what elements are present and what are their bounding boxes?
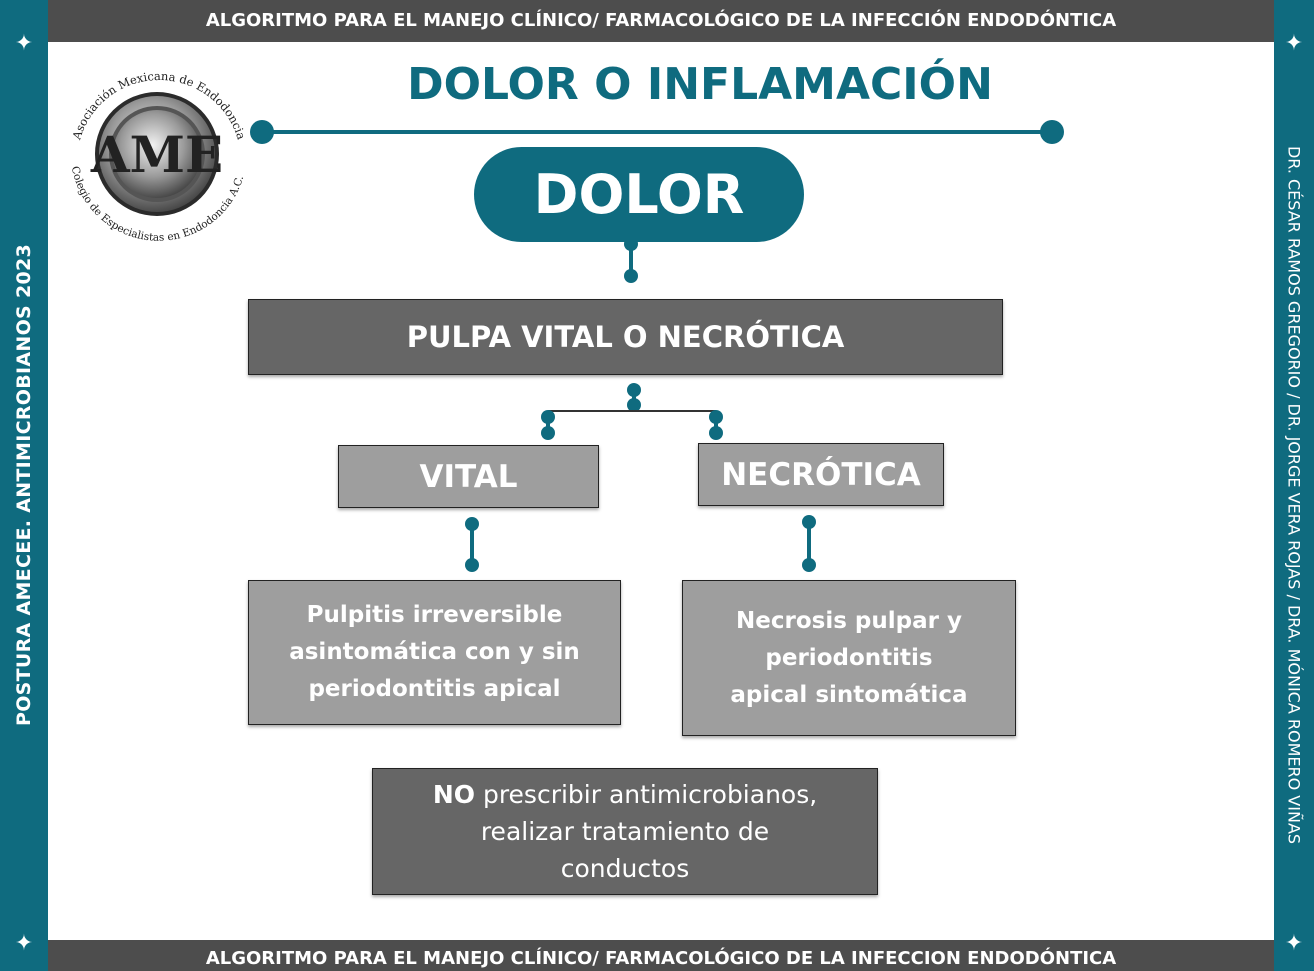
left-sidebar: ✦ POSTURA AMECEE. ANTIMICROBIANOS 2023 ✦	[0, 0, 48, 971]
logo-monogram: AME	[90, 125, 223, 184]
root-node-dolor: DOLOR	[474, 147, 804, 242]
recommendation-line-1-rest: prescribir antimicrobianos,	[475, 780, 818, 809]
decision-node: PULPA VITAL O NECRÓTICA	[248, 299, 1003, 375]
underline-left-dot	[250, 120, 274, 144]
star-icon: ✦	[14, 931, 34, 956]
page-title: DOLOR O INFLAMACIÓN	[407, 59, 993, 110]
recommendation-line-3: conductos	[560, 854, 690, 883]
star-icon: ✦	[1284, 931, 1304, 956]
branch-necrotica: NECRÓTICA	[698, 443, 944, 506]
star-icon: ✦	[1284, 31, 1304, 56]
diagnosis-necrotica: Necrosis pulpar y periodontitis apical s…	[682, 580, 1016, 736]
star-icon: ✦	[14, 31, 34, 56]
recommendation-box: NO prescribir antimicrobianos, realizar …	[372, 768, 878, 895]
amecee-logo: AME Asociación Mexicana de Endodoncia Co…	[55, 50, 260, 255]
bottom-banner: ALGORITMO PARA EL MANEJO CLÍNICO/ FARMAC…	[48, 940, 1274, 971]
right-sidebar: ✦ DR. CÉSAR RAMOS GREGORIO / DR. JORGE V…	[1274, 0, 1314, 971]
top-banner: ALGORITMO PARA EL MANEJO CLÍNICO/ FARMAC…	[48, 0, 1274, 42]
underline-right-dot	[1040, 120, 1064, 144]
diagnosis-vital-line: Pulpitis irreversible	[306, 602, 563, 628]
diagnosis-vital: Pulpitis irreversible asintomática con y…	[248, 580, 621, 725]
branch-vital: VITAL	[338, 445, 599, 508]
diagnosis-necrotica-line: Necrosis pulpar y	[736, 607, 962, 634]
diagnosis-necrotica-line: periodontitis	[765, 644, 933, 671]
recommendation-emphasis: NO	[432, 780, 475, 809]
diagnosis-vital-line: asintomática con y sin	[289, 639, 580, 665]
diagnosis-necrotica-line: apical sintomática	[730, 681, 968, 708]
recommendation-line-2: realizar tratamiento de	[480, 817, 770, 846]
recommendation-line-1: NO prescribir antimicrobianos,	[433, 776, 817, 813]
diagnosis-vital-line: periodontitis apical	[308, 676, 561, 702]
